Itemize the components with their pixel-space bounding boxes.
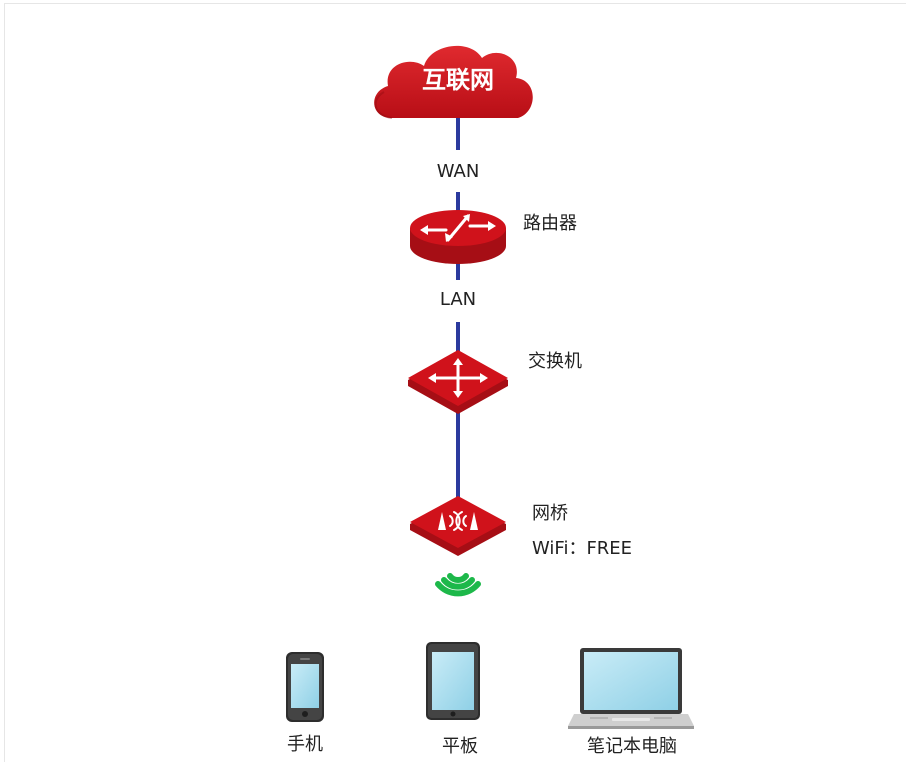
wan-label: WAN (436, 161, 480, 182)
router-label: 路由器 (523, 213, 577, 234)
bridge-icon (410, 496, 506, 556)
wifi-ssid-label: WiFi：FREE (532, 538, 633, 559)
lan-label: LAN (439, 289, 477, 310)
smartphone-icon (286, 652, 324, 722)
frame-border-left (4, 3, 5, 762)
wifi-signal-icon (435, 573, 481, 597)
bridge-label: 网桥 (532, 503, 568, 524)
tablet-label: 平板 (442, 736, 478, 757)
router-icon (410, 210, 506, 264)
tablet-icon (426, 642, 480, 720)
laptop-icon (568, 648, 694, 729)
frame-border-top (4, 3, 906, 4)
internet-cloud-icon (374, 45, 533, 119)
laptop-label: 笔记本电脑 (587, 736, 677, 757)
internet-label: 互联网 (422, 66, 494, 94)
switch-icon (408, 350, 508, 414)
switch-label: 交换机 (528, 351, 582, 372)
smartphone-label: 手机 (287, 734, 323, 755)
